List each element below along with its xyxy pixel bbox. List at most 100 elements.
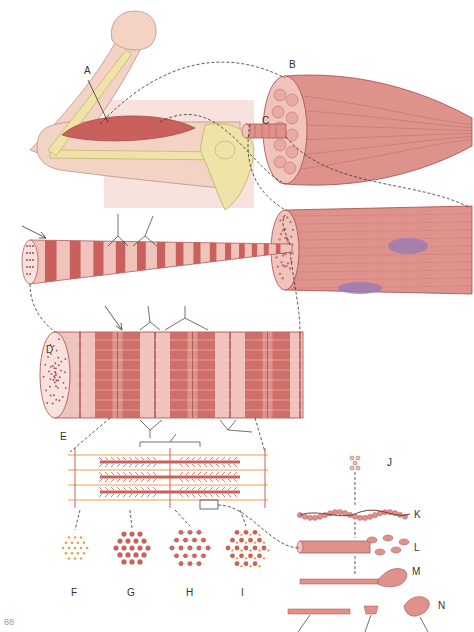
filament-dot: [50, 395, 52, 397]
thick-filament-section: [253, 546, 258, 551]
thin-filament: [68, 485, 268, 486]
myosin-head: [147, 479, 150, 482]
thin-filament-section: [240, 549, 242, 551]
myosin-head: [216, 464, 219, 467]
leader-line: [88, 80, 108, 122]
myosin-head: [111, 464, 114, 467]
myosin-head: [222, 479, 225, 482]
myosin-head: [135, 494, 138, 497]
thick-filament-section: [137, 559, 142, 564]
thin-filament-section: [65, 552, 68, 555]
m-line-bridge: [186, 548, 194, 549]
filament-dot: [57, 387, 59, 389]
filament-dot: [53, 367, 55, 369]
page-number: 88: [4, 618, 14, 627]
m-line-bridge: [177, 563, 185, 564]
myosin-head: [153, 472, 156, 475]
tropomyosin: [300, 510, 410, 516]
thin-filament-section: [71, 552, 74, 555]
thin-filament-section: [249, 534, 251, 536]
actin-bead: [337, 510, 342, 515]
myosin-head: [210, 494, 213, 497]
filament-dot: [29, 273, 31, 275]
dashed-guide: [355, 522, 356, 538]
h-zone: [263, 332, 273, 418]
actin-bead: [302, 514, 307, 519]
myosin-head: [111, 494, 114, 497]
thick-filament-section: [145, 545, 150, 550]
fascicle-stripe: [255, 124, 256, 138]
myosin-head: [147, 472, 150, 475]
z-line: [299, 332, 300, 418]
myosin-head: [210, 472, 213, 475]
myosin-head: [180, 472, 183, 475]
myosin-head: [135, 464, 138, 467]
z-line: [154, 332, 155, 418]
dashed-guide: [75, 510, 80, 530]
actin-bead: [362, 515, 367, 520]
thin-filament-section: [83, 541, 86, 544]
fascicle-section: [274, 89, 286, 101]
thin-filament-section: [231, 549, 233, 551]
pointer-head: [39, 232, 46, 238]
myosin-head: [367, 537, 377, 543]
myosin-head: [147, 487, 150, 490]
dashed-guide: [175, 510, 190, 526]
myosin-head: [186, 494, 189, 497]
part-letter: A: [84, 66, 91, 76]
myosin-head: [204, 494, 207, 497]
thin-filament-section: [80, 536, 83, 539]
h-zone: [188, 332, 198, 418]
part-letter: B: [289, 60, 296, 70]
thick-filament-section: [253, 561, 258, 566]
fascicle-line: [295, 134, 472, 140]
myosin-head: [204, 487, 207, 490]
m-line: [192, 332, 193, 418]
myofibril-line: [292, 270, 472, 272]
myosin-head: [186, 464, 189, 467]
myosin-head: [383, 535, 393, 541]
myosin-head: [99, 494, 102, 497]
myosin-head: [198, 472, 201, 475]
thick-filament-section: [117, 538, 122, 543]
thick-filament-section: [257, 538, 262, 543]
filament-dot: [32, 259, 34, 261]
myosin-head: [391, 547, 401, 553]
part-letter: I: [241, 588, 244, 598]
bracket: [140, 306, 160, 330]
thick-filament-section: [121, 531, 126, 536]
m-line-bridge: [195, 532, 203, 533]
rod-end: [297, 541, 303, 553]
biceps-muscle: [62, 116, 195, 141]
actin-bead: [357, 515, 362, 520]
pointer-line: [22, 226, 46, 238]
filament-dot: [49, 386, 51, 388]
myosin-head: [404, 597, 429, 617]
dashed-guide: [100, 62, 285, 124]
filament-line: [62, 410, 303, 411]
thick-filament-section: [117, 552, 122, 557]
myofibril-dot: [287, 262, 289, 264]
filament-dot: [65, 387, 67, 389]
g-actin: [350, 456, 354, 460]
m-line-bridge: [168, 548, 176, 549]
myofibril-line: [292, 214, 472, 216]
thin-filament: [68, 470, 268, 471]
myosin-head: [192, 472, 195, 475]
myosin-head: [129, 457, 132, 460]
thin-filament-section: [258, 565, 260, 567]
m-line-bridge: [177, 548, 185, 549]
fascicle-section: [284, 162, 296, 174]
thin-filament-section: [68, 557, 71, 560]
myofibril-line: [292, 254, 472, 256]
dashed-guide: [283, 215, 290, 245]
part-letter: L: [414, 543, 420, 553]
myofibril-line: [292, 222, 472, 224]
thick-filament-section: [235, 546, 240, 551]
m-line: [267, 332, 268, 418]
filament-dot: [55, 399, 57, 401]
filament-dot: [59, 376, 61, 378]
filament-dot: [29, 266, 31, 268]
filament-dot: [60, 361, 62, 363]
myosin-head: [234, 494, 237, 497]
